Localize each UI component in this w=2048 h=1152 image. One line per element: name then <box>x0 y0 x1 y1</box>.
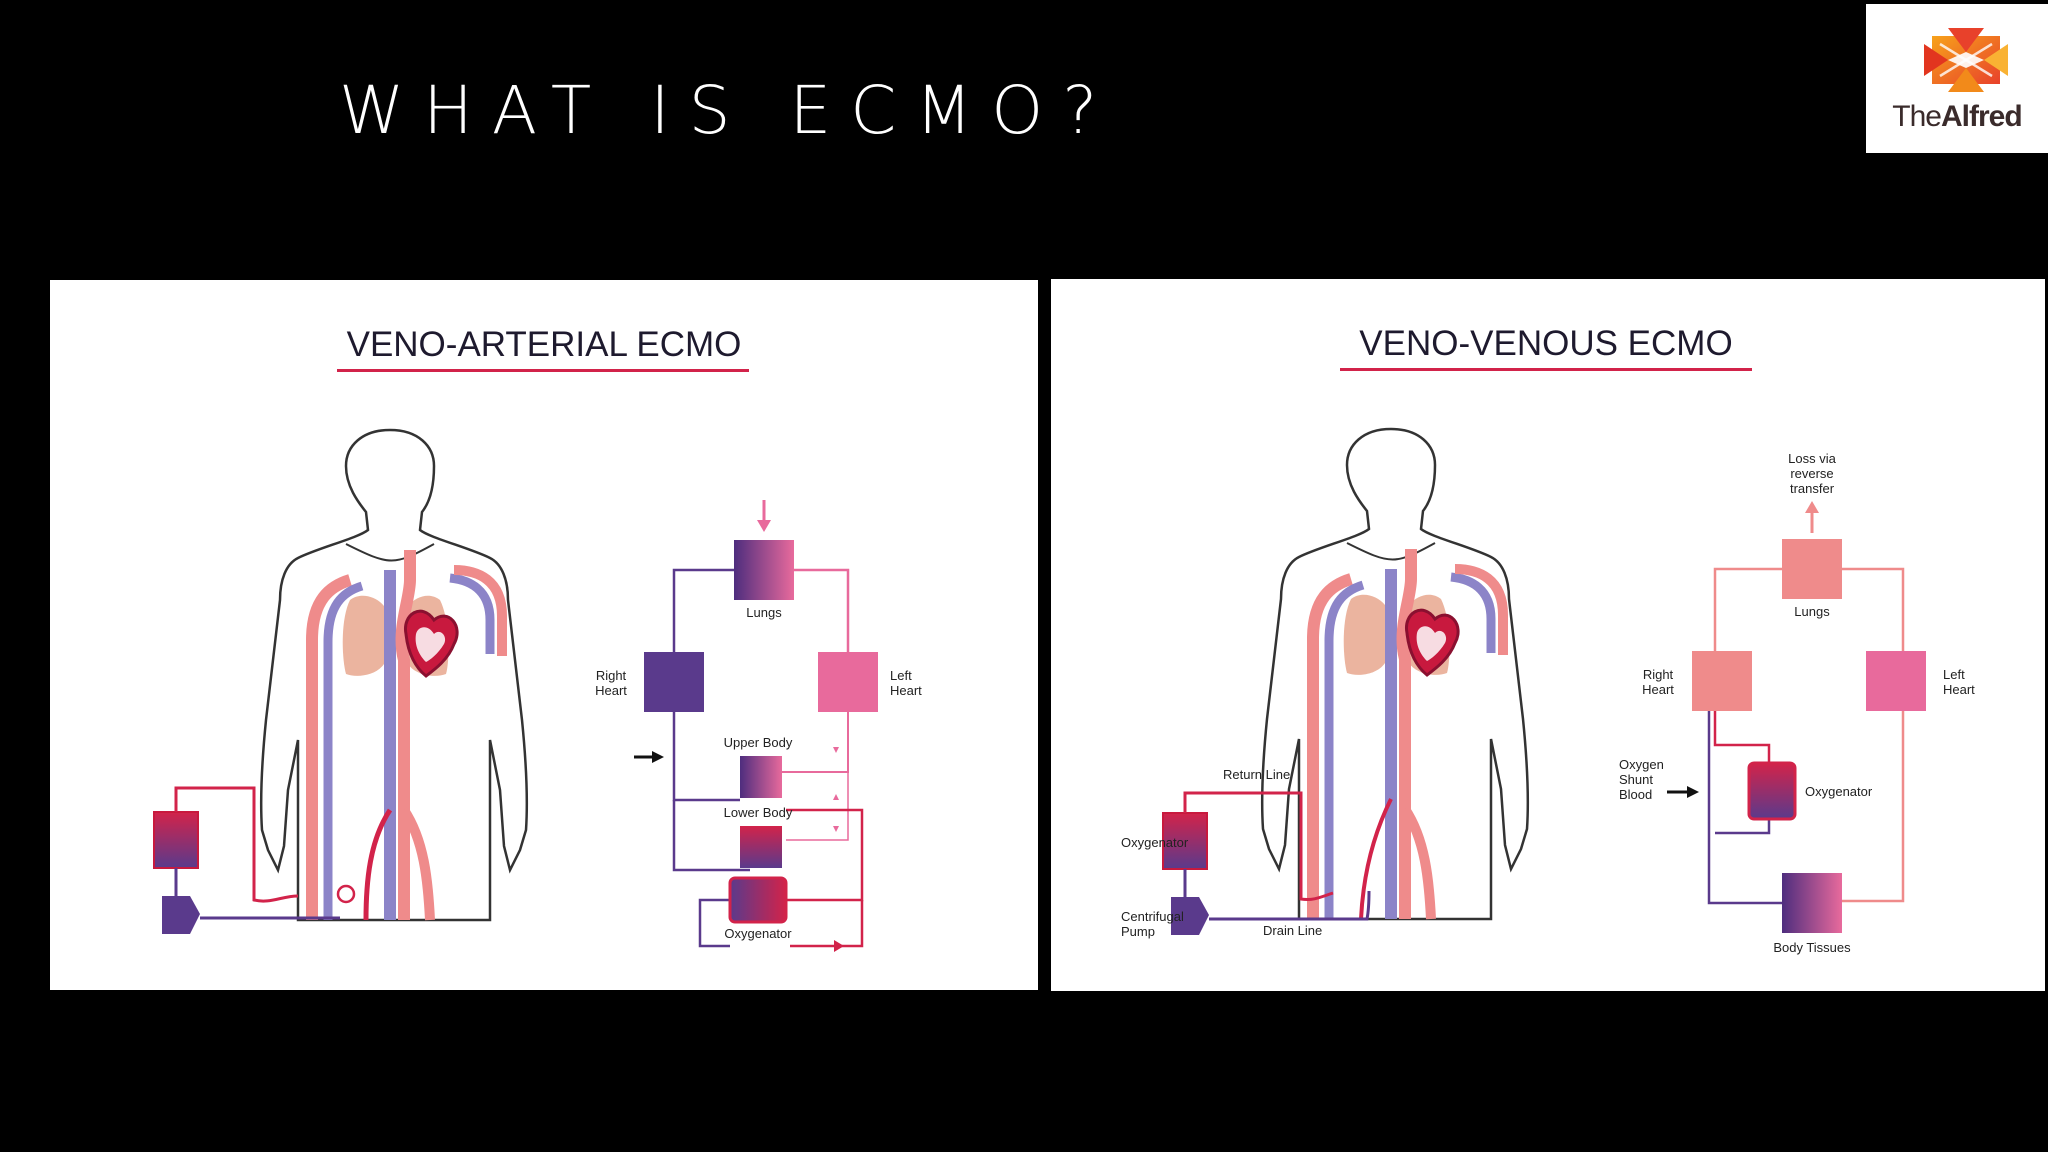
vv-oxygenator-label: Oxygenator <box>1121 835 1189 850</box>
body-tissues-box <box>1782 873 1842 933</box>
vv-pump-device <box>1171 897 1209 935</box>
vv-right-heart-label-2: Heart <box>1642 682 1674 697</box>
va-title: VENO-ARTERIAL ECMO <box>347 325 742 364</box>
vv-ecmo-panel: VENO-VENOUS ECMO Return Line Oxygenator … <box>1051 279 2045 991</box>
va-oxygenator-device <box>153 811 199 869</box>
va-right-heart-label-2: Heart <box>595 683 627 698</box>
upper-body-box <box>740 756 782 798</box>
loss-label-2: reverse <box>1790 466 1833 481</box>
va-lungs-box <box>734 540 794 600</box>
right-lung-shape <box>342 595 384 676</box>
va-title-underline <box>337 369 749 372</box>
lungs-inflow-arrow-icon <box>757 520 771 532</box>
shunt-arrow-icon <box>1687 786 1699 798</box>
va-circuit-oxygenator-box <box>728 876 788 924</box>
va-left-heart-box <box>818 652 878 712</box>
return-line-label: Return Line <box>1223 767 1290 782</box>
loss-label-1: Loss via <box>1788 451 1836 466</box>
va-lungs-label: Lungs <box>746 605 782 620</box>
va-flow-overlay: Lungs Right Heart Left Heart Upper Body … <box>50 280 1038 990</box>
vv-right-heart-label-1: Right <box>1643 667 1674 682</box>
vv-flow-diagram: Loss via reverse transfer Lungs Right He… <box>1619 451 1975 955</box>
pump-label-1: Centrifugal <box>1121 909 1184 924</box>
pump-label-2: Pump <box>1121 924 1155 939</box>
alfred-cross-icon <box>1924 28 2008 92</box>
va-right-heart-box <box>644 652 704 712</box>
va-oxygenator-label: Oxygenator <box>724 926 792 941</box>
vv-title: VENO-VENOUS ECMO <box>1359 324 1732 363</box>
logo-text: TheAlfred <box>1892 100 2022 133</box>
vv-circuit-oxygenator-label: Oxygenator <box>1805 784 1873 799</box>
shunt-label-3: Blood <box>1619 787 1652 802</box>
slide-title: WHAT IS ECMO? <box>339 72 1117 149</box>
shunt-label-2: Shunt <box>1619 772 1653 787</box>
vv-circuit-oxygenator-box <box>1747 761 1797 821</box>
vv-left-heart-box <box>1866 651 1926 711</box>
va-inflow-arrow-icon <box>652 751 664 763</box>
vv-lungs-label: Lungs <box>1794 604 1830 619</box>
drain-line-label: Drain Line <box>1263 923 1322 938</box>
vv-right-heart-box <box>1692 651 1752 711</box>
va-left-heart-label-1: Left <box>890 668 912 683</box>
lower-body-box <box>740 826 782 868</box>
va-right-heart-label-1: Right <box>596 668 627 683</box>
upper-body-label: Upper Body <box>724 735 793 750</box>
va-left-heart-label-2: Heart <box>890 683 922 698</box>
vv-left-heart-label-1: Left <box>1943 667 1965 682</box>
vv-lungs-box <box>1782 539 1842 599</box>
right-lung-shape <box>1343 594 1385 675</box>
shunt-label-1: Oxygen <box>1619 757 1664 772</box>
body-tissues-label: Body Tissues <box>1773 940 1851 955</box>
va-pump-device <box>162 896 200 934</box>
lower-body-label: Lower Body <box>724 805 793 820</box>
alfred-logo: TheAlfred <box>1866 4 2048 153</box>
loss-label-3: transfer <box>1790 481 1835 496</box>
vv-left-heart-label-2: Heart <box>1943 682 1975 697</box>
vv-title-underline <box>1340 368 1752 371</box>
